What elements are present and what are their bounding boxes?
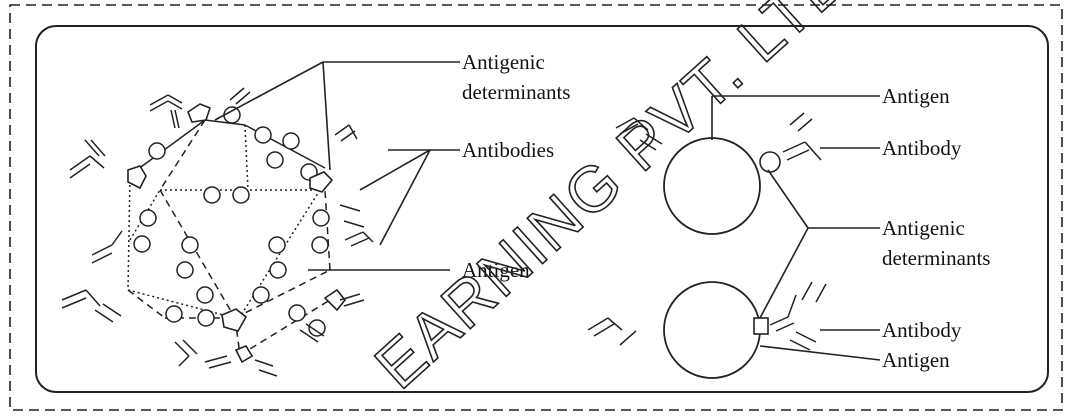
left-antibodies bbox=[62, 88, 373, 376]
right-bottom-determinant bbox=[754, 318, 768, 334]
watermark-text: EARNING PVT. LTD. bbox=[361, 0, 878, 402]
label-antigenic-determinants-left-1: Antigenic bbox=[462, 50, 545, 74]
label-antigenic-determinants-left-2: determinants bbox=[462, 80, 570, 104]
right-top-determinant bbox=[760, 152, 780, 172]
right-antigen-bottom bbox=[664, 282, 760, 378]
label-antigen-right-bottom: Antigen bbox=[882, 348, 950, 372]
left-determinant-beads bbox=[134, 107, 329, 336]
left-leader-lines bbox=[215, 62, 460, 270]
label-antigenic-determinants-right-2: determinants bbox=[882, 246, 990, 270]
label-antigenic-determinants-right-1: Antigenic bbox=[882, 216, 965, 240]
label-antibody-right-top: Antibody bbox=[882, 136, 962, 160]
label-antibody-right-bottom: Antibody bbox=[882, 318, 962, 342]
label-antibodies-left: Antibodies bbox=[462, 138, 554, 162]
label-antigen-right-top: Antigen bbox=[882, 84, 950, 108]
